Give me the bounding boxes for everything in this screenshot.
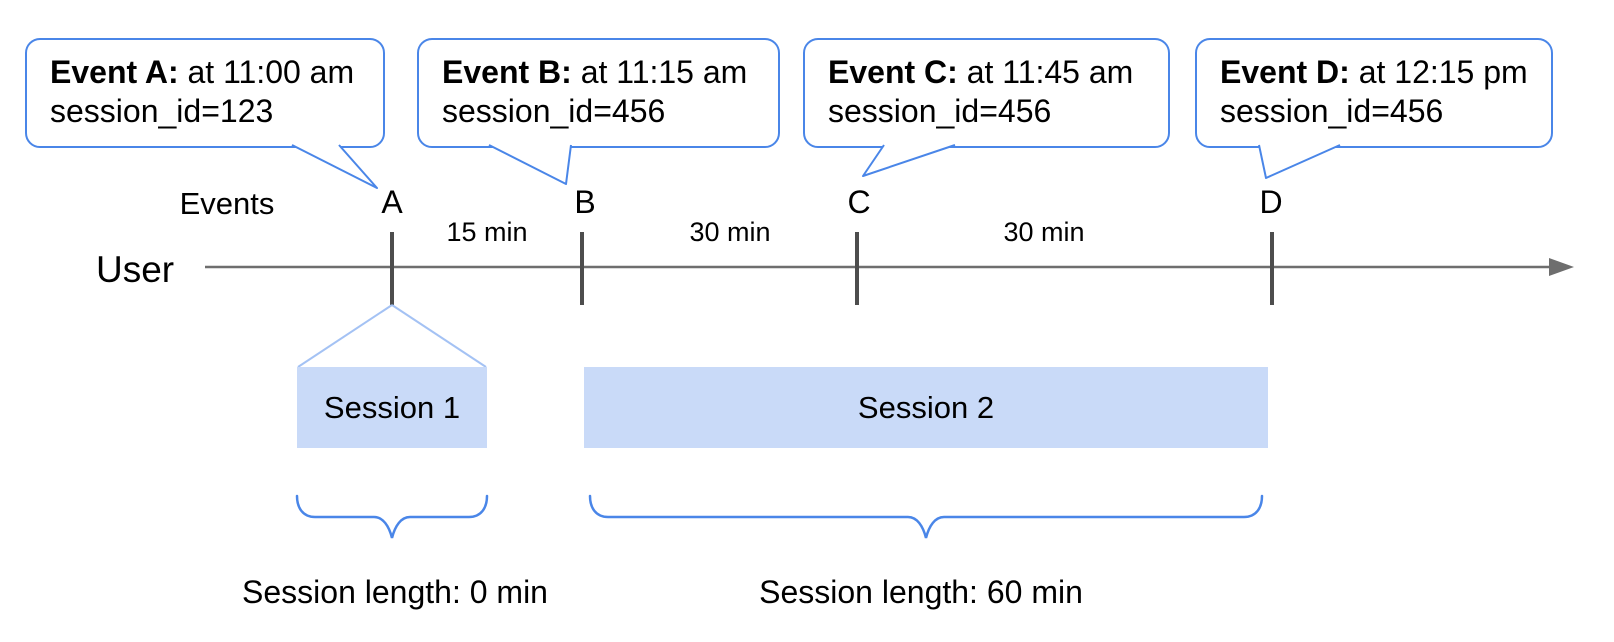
event-a-callout-line1: Event A: at 11:00 am	[50, 53, 365, 92]
interval-c-d-label: 30 min	[1003, 217, 1085, 247]
session2-box-label: Session 2	[857, 389, 995, 425]
event-c-letter: C	[847, 184, 871, 220]
event-d-letter: D	[1259, 184, 1283, 220]
event-a-callout-time: at 11:00 am	[187, 54, 355, 90]
timeline-arrow-head-icon	[1549, 258, 1574, 276]
session2-box: Session 2	[584, 367, 1268, 448]
session2-brace	[588, 494, 1264, 539]
session1-box: Session 1	[297, 367, 487, 448]
event-b-callout: Event B: at 11:15 am session_id=456	[417, 38, 780, 148]
event-a-callout: Event A: at 11:00 am session_id=123	[25, 38, 385, 148]
event-d-callout-line1: Event D: at 12:15 pm	[1220, 53, 1533, 92]
user-label: User	[96, 249, 175, 290]
interval-b-c-label: 30 min	[689, 217, 771, 247]
event-b-callout-line1: Event B: at 11:15 am	[442, 53, 760, 92]
event-a-callout-title: Event A:	[50, 54, 179, 90]
event-c-callout: Event C: at 11:45 am session_id=456	[803, 38, 1170, 148]
events-row-label: Events	[179, 186, 275, 221]
event-b-callout-title: Event B:	[442, 54, 572, 90]
session1-fan-line-right	[391, 304, 487, 368]
session1-length-label: Session length: 0 min	[242, 574, 548, 610]
event-a-letter: A	[381, 184, 403, 220]
event-d-callout-session: session_id=456	[1220, 93, 1444, 129]
event-c-callout-title: Event C:	[828, 54, 958, 90]
event-d-callout-time: at 12:15 pm	[1358, 54, 1528, 90]
event-b-callout-time: at 11:15 am	[580, 54, 748, 90]
event-c-callout-time: at 11:45 am	[966, 54, 1134, 90]
session1-box-label: Session 1	[323, 389, 461, 425]
event-b-letter: B	[574, 184, 596, 220]
event-c-callout-line1: Event C: at 11:45 am	[828, 53, 1150, 92]
event-b-callout-session: session_id=456	[442, 93, 666, 129]
interval-a-b-label: 15 min	[446, 217, 528, 247]
session2-length-label: Session length: 60 min	[759, 574, 1083, 610]
event-a-callout-session: session_id=123	[50, 93, 274, 129]
session1-brace	[295, 494, 489, 539]
event-c-callout-session: session_id=456	[828, 93, 1052, 129]
event-d-callout-title: Event D:	[1220, 54, 1350, 90]
event-d-callout: Event D: at 12:15 pm session_id=456	[1195, 38, 1553, 148]
session1-fan-line-left	[297, 304, 393, 368]
